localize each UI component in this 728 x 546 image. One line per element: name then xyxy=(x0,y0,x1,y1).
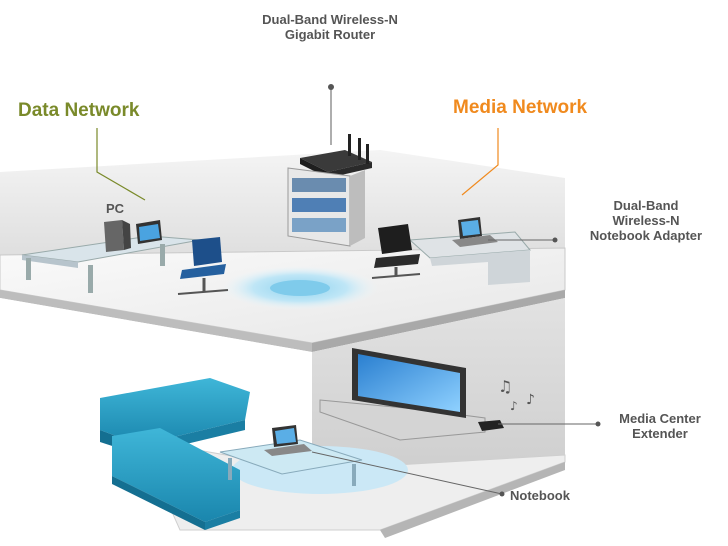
extender-label: Media Center Extender xyxy=(600,411,720,441)
pc-label: PC xyxy=(106,201,125,216)
pc-icon xyxy=(104,220,162,252)
adapter-label-line2: Wireless-N xyxy=(612,213,680,228)
tv-icon xyxy=(319,348,486,441)
svg-text:♪: ♪ xyxy=(526,392,535,408)
laptop-icon xyxy=(264,425,312,456)
extender-label-line1: Media Center xyxy=(619,411,701,426)
svg-text:♫: ♫ xyxy=(498,377,512,396)
music-notes-icon: ♫ ♪ ♪ xyxy=(498,377,535,413)
laptop-icon xyxy=(452,217,498,247)
media-extender-icon xyxy=(478,420,504,431)
adapter-label: Dual-Band Wireless-N Notebook Adapter xyxy=(566,198,726,243)
data-network-label: Data Network xyxy=(18,100,140,121)
office-chair-icon xyxy=(177,237,229,295)
adapter-label-line3: Notebook Adapter xyxy=(589,228,703,243)
extender-label-line2: Extender xyxy=(632,426,688,441)
data-network-callout xyxy=(96,128,146,201)
router-label-line2: Gigabit Router xyxy=(284,27,376,42)
svg-text:♪: ♪ xyxy=(510,399,518,413)
router-label-line1: Dual-Band Wireless-N xyxy=(262,12,398,27)
adapter-label-line1: Dual-Band xyxy=(613,198,679,213)
router-label: Dual-Band Wireless-N Gigabit Router xyxy=(215,12,445,42)
notebook-label: Notebook xyxy=(510,488,570,503)
office-chair-icon xyxy=(371,224,421,279)
upper-floor-edge xyxy=(0,290,312,352)
coffee-table-icon xyxy=(219,439,363,486)
notebook-callout xyxy=(311,451,503,495)
media-network-label: Media Network xyxy=(453,97,588,118)
media-network-callout xyxy=(461,128,499,196)
bookshelf-icon xyxy=(287,167,365,247)
sofa-icon xyxy=(112,428,240,530)
